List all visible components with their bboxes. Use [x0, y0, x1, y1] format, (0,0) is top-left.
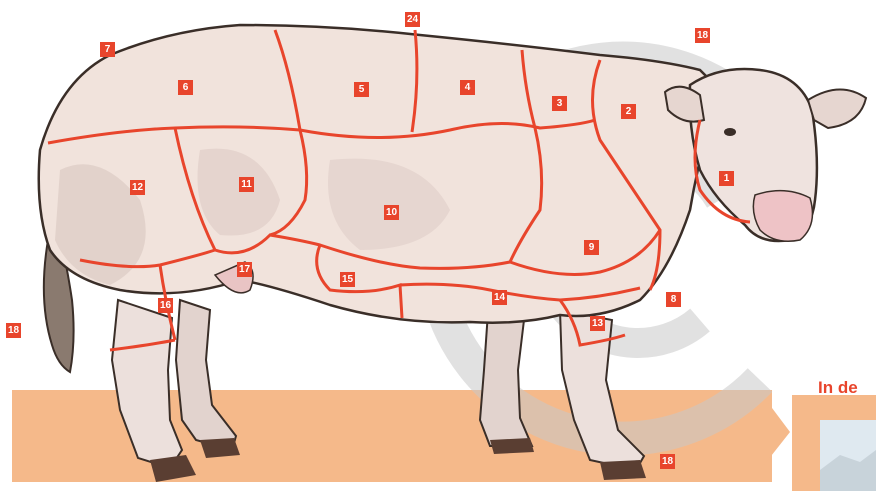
region-label-2: 2: [621, 104, 636, 119]
eye: [724, 128, 736, 136]
region-label-1: 1: [719, 171, 734, 186]
region-label-16: 16: [158, 298, 173, 313]
hoof: [490, 438, 534, 454]
region-label-10: 10: [384, 205, 399, 220]
region-label-17: 17: [237, 262, 252, 277]
hoof: [200, 438, 240, 458]
region-label-15: 15: [340, 272, 355, 287]
region-label-3: 3: [552, 96, 567, 111]
region-label-18: 18: [695, 28, 710, 43]
headline: In de: [818, 378, 858, 398]
region-label-24: 24: [405, 12, 420, 27]
region-label-7: 7: [100, 42, 115, 57]
region-label-4: 4: [460, 80, 475, 95]
region-label-5: 5: [354, 82, 369, 97]
region-label-11: 11: [239, 177, 254, 192]
region-label-8: 8: [666, 292, 681, 307]
region-label-14: 14: [492, 290, 507, 305]
ear-right: [808, 89, 866, 128]
region-label-9: 9: [584, 240, 599, 255]
region-label-12: 12: [130, 180, 145, 195]
fore-leg-left: [480, 312, 532, 446]
hoof: [600, 460, 646, 480]
region-label-13: 13: [590, 316, 605, 331]
region-label-6: 6: [178, 80, 193, 95]
region-label-18-hind: 18: [6, 323, 21, 338]
region-label-18-fore: 18: [660, 454, 675, 469]
